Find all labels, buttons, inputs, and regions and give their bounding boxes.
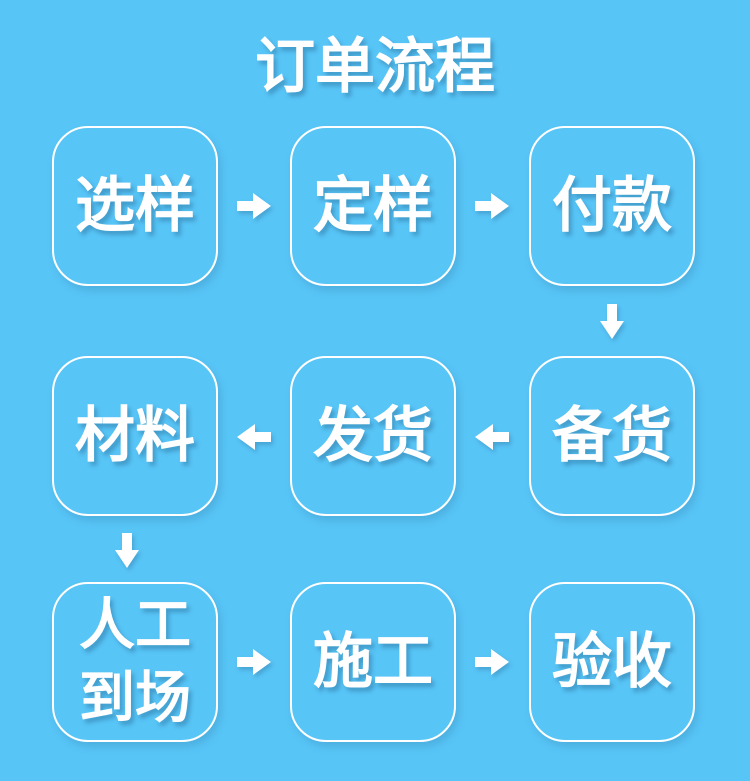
flow-step-workers-arrive: 人工到场	[52, 582, 218, 742]
arrow-right-icon	[237, 192, 271, 220]
arrow-left-icon	[475, 423, 509, 451]
flow-step-acceptance: 验收	[529, 582, 695, 742]
flow-step-label: 材料	[75, 402, 195, 469]
arrow-down-icon	[600, 304, 624, 340]
flow-step-label: 发货	[313, 402, 433, 469]
flow-step-label: 选样	[75, 172, 195, 239]
arrow-right-icon	[475, 192, 509, 220]
flow-step-label: 人工到场	[79, 593, 191, 729]
flow-step-label: 施工	[313, 628, 433, 695]
flow-step-construction: 施工	[290, 582, 456, 742]
flow-step-label: 付款	[552, 172, 672, 239]
arrow-right-icon	[475, 648, 509, 676]
arrow-left-icon	[237, 423, 271, 451]
flow-step-label: 定样	[313, 172, 433, 239]
flow-step-sample-selection: 选样	[52, 126, 218, 286]
flow-step-label: 验收	[552, 628, 672, 695]
arrow-down-icon	[115, 533, 139, 569]
flow-step-shipping: 发货	[290, 356, 456, 516]
flow-step-sample-confirmation: 定样	[290, 126, 456, 286]
arrow-right-icon	[237, 648, 271, 676]
flow-step-stock-preparation: 备货	[529, 356, 695, 516]
flow-step-label: 备货	[552, 402, 672, 469]
flow-step-materials: 材料	[52, 356, 218, 516]
page-title: 订单流程	[255, 33, 495, 100]
flow-step-payment: 付款	[529, 126, 695, 286]
